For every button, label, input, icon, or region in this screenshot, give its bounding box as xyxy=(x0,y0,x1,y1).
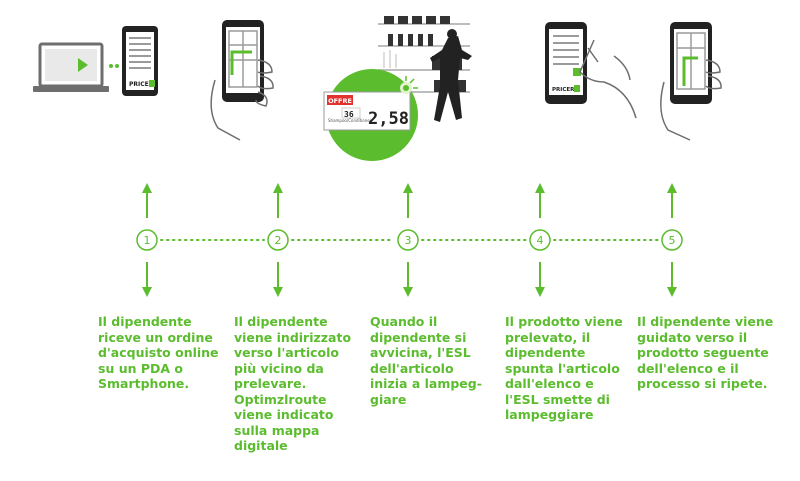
step-number-3: 3 xyxy=(405,234,412,247)
step-circle-2 xyxy=(267,229,289,251)
step-number-4: 4 xyxy=(537,234,544,247)
step-5-description: Il dipendente viene guidato verso il pro… xyxy=(637,314,774,391)
step-number-2: 2 xyxy=(275,234,282,247)
pricer-logo: PRICER xyxy=(129,81,154,88)
esl-small-price: 36 xyxy=(344,110,354,119)
esl-caption: Shampoo/Conditioner xyxy=(328,118,372,123)
step-circle-3 xyxy=(397,229,419,251)
step-1-description: Il dipendente riceve un ordine d'acquist… xyxy=(98,314,219,391)
esl-offer-badge: OFFRE xyxy=(328,97,352,105)
laptop-to-phone-icon: PRICER xyxy=(33,26,158,96)
hand-phone-map-icon xyxy=(210,20,274,141)
step-number-5: 5 xyxy=(669,234,676,247)
shelf-esl-blink-icon: OFFRE Shampoo/Conditioner 36 2,58 xyxy=(323,16,472,161)
step-number-1: 1 xyxy=(144,234,151,247)
step-2-description: Il dipendente viene indirizzato verso l'… xyxy=(234,314,352,453)
pricer-logo-step4: PRICER xyxy=(552,87,575,93)
step-circle-5 xyxy=(661,229,683,251)
step-circle-1 xyxy=(136,229,158,251)
step-4-description: Il prodotto viene prelevato, il dipenden… xyxy=(505,314,623,422)
step-circle-4 xyxy=(529,229,551,251)
step-3-description: Quando il dipendente si avvicina, l'ESL … xyxy=(370,314,482,407)
esl-big-price: 2,58 xyxy=(368,109,409,129)
hand-phone-next-icon xyxy=(660,22,722,141)
hand-phone-tick-icon: PRICER xyxy=(545,22,637,119)
timeline: 1 2 3 4 5 xyxy=(136,183,683,297)
